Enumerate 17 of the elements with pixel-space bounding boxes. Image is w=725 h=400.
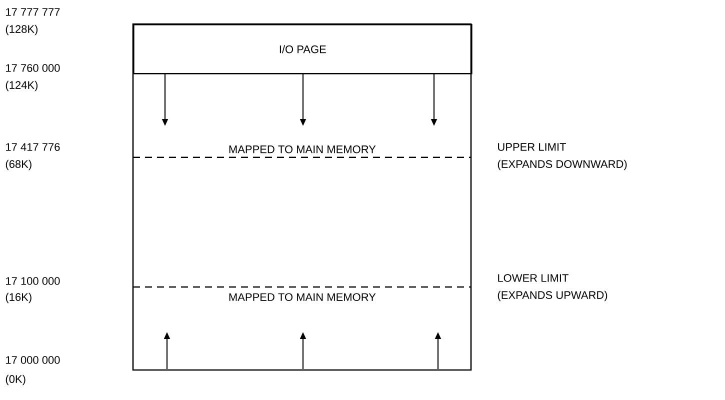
address-label: (16K) <box>6 292 32 304</box>
address-label: 17 000 000 <box>6 356 60 364</box>
address-label: 17 417 776 <box>6 143 60 151</box>
memory-region: I/O PAGE <box>133 24 472 74</box>
address-label: (0K) <box>6 374 26 386</box>
memory-region: MAPPED TO MAIN MEMORY <box>133 145 472 158</box>
address-label: 17 777 777 <box>6 8 60 16</box>
address-label: (EXPANDS DOWNWARD) <box>498 160 627 170</box>
address-label: (68K) <box>6 160 32 170</box>
memory-region: MAPPED TO MAIN MEMORY <box>133 286 472 301</box>
address-label: 17 100 000 <box>6 277 60 285</box>
address-label: (124K) <box>6 80 38 92</box>
address-label: (EXPANDS UPWARD) <box>498 290 608 302</box>
address-label: (128K) <box>6 24 38 36</box>
address-label: UPPER LIMIT <box>498 143 566 151</box>
address-label: LOWER LIMIT <box>498 274 568 282</box>
address-label: 17 760 000 <box>6 64 60 72</box>
